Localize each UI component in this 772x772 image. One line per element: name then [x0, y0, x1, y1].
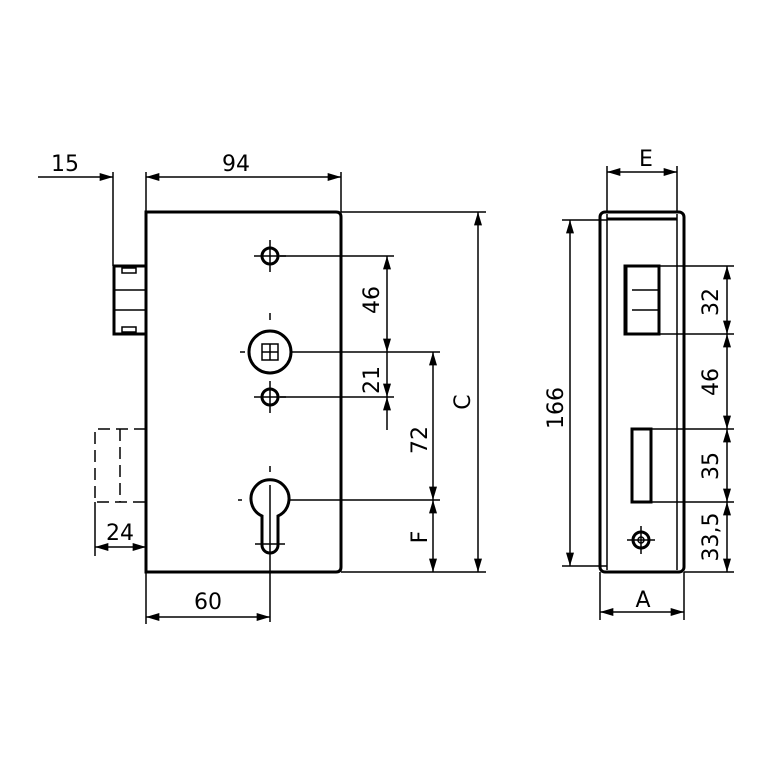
latch-bolt-side	[623, 264, 661, 336]
lock-case-side	[598, 210, 686, 574]
dim-35-label: 35	[699, 452, 724, 480]
dim-72-label: 72	[408, 426, 433, 454]
dim-60-label: 60	[194, 590, 222, 615]
cylinder-keyhole	[238, 466, 291, 622]
side-view: E 166 A 32 46 35 33,5	[544, 147, 734, 620]
dim-C-label: C	[451, 394, 476, 409]
spindle-side-icon	[627, 526, 655, 554]
dim-A-label: A	[635, 588, 650, 613]
dim-24-label: 24	[106, 521, 134, 546]
deadbolt-side	[630, 427, 653, 504]
dim-32-label: 32	[699, 288, 724, 316]
dim-33-5-label: 33,5	[699, 513, 724, 562]
dim-21-label: 21	[360, 366, 385, 394]
latch-bolt	[112, 264, 148, 336]
dim-166-label: 166	[544, 387, 569, 429]
dim-E-label: E	[639, 147, 653, 172]
dim-15-label: 15	[51, 152, 79, 177]
dim-94-label: 94	[222, 152, 250, 177]
dim-46-label: 46	[360, 286, 385, 314]
dim-46-side-label: 46	[699, 368, 724, 396]
front-view: 15 94 46 21 72 F C 24 60	[38, 152, 486, 624]
spindle-follower	[240, 313, 293, 375]
dim-F-label: F	[408, 531, 433, 544]
lock-case-body	[144, 210, 343, 574]
deadbolt-extended-dashed	[94, 428, 146, 503]
